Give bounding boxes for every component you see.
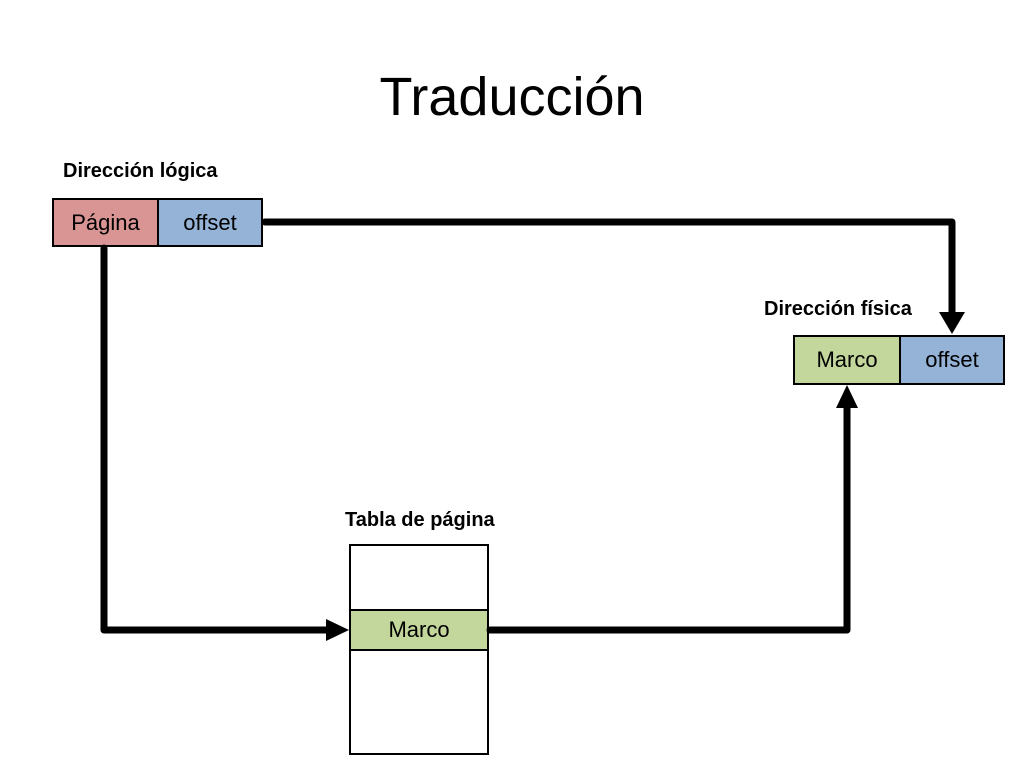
page-title: Traducción — [379, 67, 645, 127]
logical-offset-field: offset — [157, 198, 263, 247]
page-to-table-arrowhead — [326, 619, 349, 641]
physical-address-label: Dirección física — [764, 298, 912, 320]
table-to-frame-arrow-line — [486, 404, 851, 634]
page-to-table-arrow-line — [100, 244, 332, 634]
logical-address-label: Dirección lógica — [63, 160, 218, 182]
offset-arrow-line — [261, 218, 956, 316]
page-table-label: Tabla de página — [345, 509, 495, 531]
page-table-frame-entry: Marco — [349, 609, 489, 651]
offset-arrowhead — [939, 312, 965, 334]
table-to-frame-arrowhead — [836, 385, 858, 408]
physical-offset-field: offset — [899, 335, 1005, 385]
